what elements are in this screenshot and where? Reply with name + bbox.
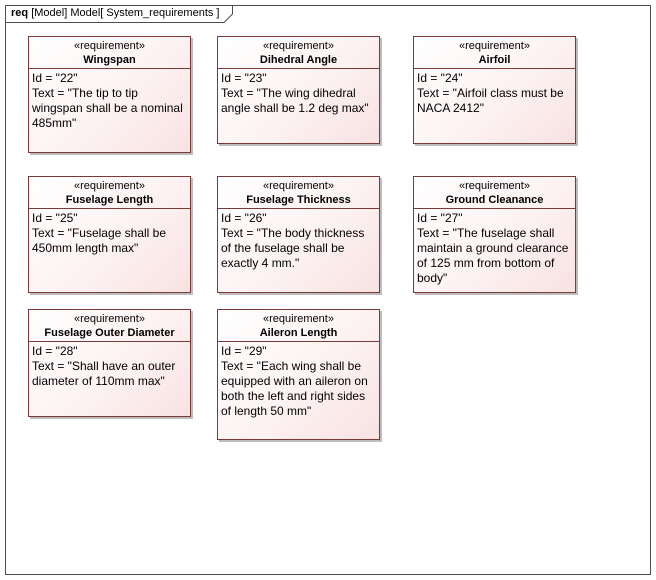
requirement-header: «requirement» Aileron Length (218, 310, 379, 342)
requirement-name: Wingspan (83, 54, 136, 66)
requirement-name: Airfoil (478, 54, 511, 66)
requirement-name: Fuselage Thickness (246, 194, 351, 206)
frame-header-label: req [Model] Model[ System_requirements ] (11, 7, 220, 20)
requirement-stereotype: «requirement» (74, 180, 145, 192)
requirement-properties: Id = "27" Text = "The fuselage shall mai… (414, 209, 575, 290)
requirement-name: Aileron Length (259, 327, 338, 339)
requirement-text: Text = "The wing dihedral angle shall be… (221, 86, 369, 115)
requirement-name: Dihedral Angle (259, 54, 338, 66)
requirement-id: Id = "26" (221, 211, 267, 225)
requirement-id: Id = "29" (221, 344, 267, 358)
requirement-stereotype: «requirement» (74, 313, 145, 325)
requirement-text: Text = "The tip to tip wingspan shall be… (32, 86, 187, 130)
requirement-header: «requirement» Fuselage Thickness (218, 177, 379, 209)
requirement-ground-cleanance[interactable]: «requirement» Ground Cleanance Id = "27"… (413, 176, 576, 293)
requirement-text: Text = "Airfoil class must be NACA 2412" (417, 86, 567, 115)
requirement-header: «requirement» Fuselage Length (29, 177, 190, 209)
requirement-aileron-length[interactable]: «requirement» Aileron Length Id = "29" T… (217, 309, 380, 440)
requirement-text: Text = "The fuselage shall maintain a gr… (417, 226, 572, 285)
requirement-header: «requirement» Wingspan (29, 37, 190, 69)
requirement-header: «requirement» Dihedral Angle (218, 37, 379, 69)
requirement-fuselage-thickness[interactable]: «requirement» Fuselage Thickness Id = "2… (217, 176, 380, 293)
requirement-header: «requirement» Ground Cleanance (414, 177, 575, 209)
requirement-id: Id = "23" (221, 71, 267, 85)
requirement-wingspan[interactable]: «requirement» Wingspan Id = "22" Text = … (28, 36, 191, 153)
requirement-stereotype: «requirement» (459, 40, 530, 52)
requirement-properties: Id = "26" Text = "The body thickness of … (218, 209, 379, 275)
requirement-properties: Id = "28" Text = "Shall have an outer di… (29, 342, 190, 393)
requirement-name: Fuselage Length (65, 194, 154, 206)
requirement-name: Fuselage Outer Diameter (44, 327, 175, 339)
requirement-id: Id = "24" (417, 71, 463, 85)
requirement-stereotype: «requirement» (263, 313, 334, 325)
requirement-airfoil[interactable]: «requirement» Airfoil Id = "24" Text = "… (413, 36, 576, 144)
requirement-name: Ground Cleanance (445, 194, 544, 206)
requirement-text: Text = "Each wing shall be equipped with… (221, 359, 372, 418)
frame-title: [Model] Model[ System_requirements ] (31, 7, 220, 19)
requirement-dihedral-angle[interactable]: «requirement» Dihedral Angle Id = "23" T… (217, 36, 380, 144)
requirement-text: Text = "Fuselage shall be 450mm length m… (32, 226, 170, 255)
requirement-properties: Id = "23" Text = "The wing dihedral angl… (218, 69, 379, 120)
requirement-stereotype: «requirement» (263, 40, 334, 52)
requirement-fuselage-length[interactable]: «requirement» Fuselage Length Id = "25" … (28, 176, 191, 293)
requirement-fuselage-outer-diameter[interactable]: «requirement» Fuselage Outer Diameter Id… (28, 309, 191, 417)
requirement-properties: Id = "22" Text = "The tip to tip wingspa… (29, 69, 190, 135)
requirement-header: «requirement» Airfoil (414, 37, 575, 69)
requirement-text: Text = "Shall have an outer diameter of … (32, 359, 179, 388)
frame-header-tab: req [Model] Model[ System_requirements ] (5, 5, 233, 23)
requirement-id: Id = "28" (32, 344, 78, 358)
requirement-properties: Id = "24" Text = "Airfoil class must be … (414, 69, 575, 120)
requirement-id: Id = "27" (417, 211, 463, 225)
requirement-properties: Id = "29" Text = "Each wing shall be equ… (218, 342, 379, 423)
requirement-stereotype: «requirement» (459, 180, 530, 192)
requirement-id: Id = "25" (32, 211, 78, 225)
requirement-stereotype: «requirement» (74, 40, 145, 52)
requirement-text: Text = "The body thickness of the fusela… (221, 226, 368, 270)
requirement-properties: Id = "25" Text = "Fuselage shall be 450m… (29, 209, 190, 260)
requirement-stereotype: «requirement» (263, 180, 334, 192)
frame-kind: req (11, 7, 29, 19)
requirement-id: Id = "22" (32, 71, 78, 85)
frame-tab-outline (5, 5, 233, 23)
requirement-header: «requirement» Fuselage Outer Diameter (29, 310, 190, 342)
